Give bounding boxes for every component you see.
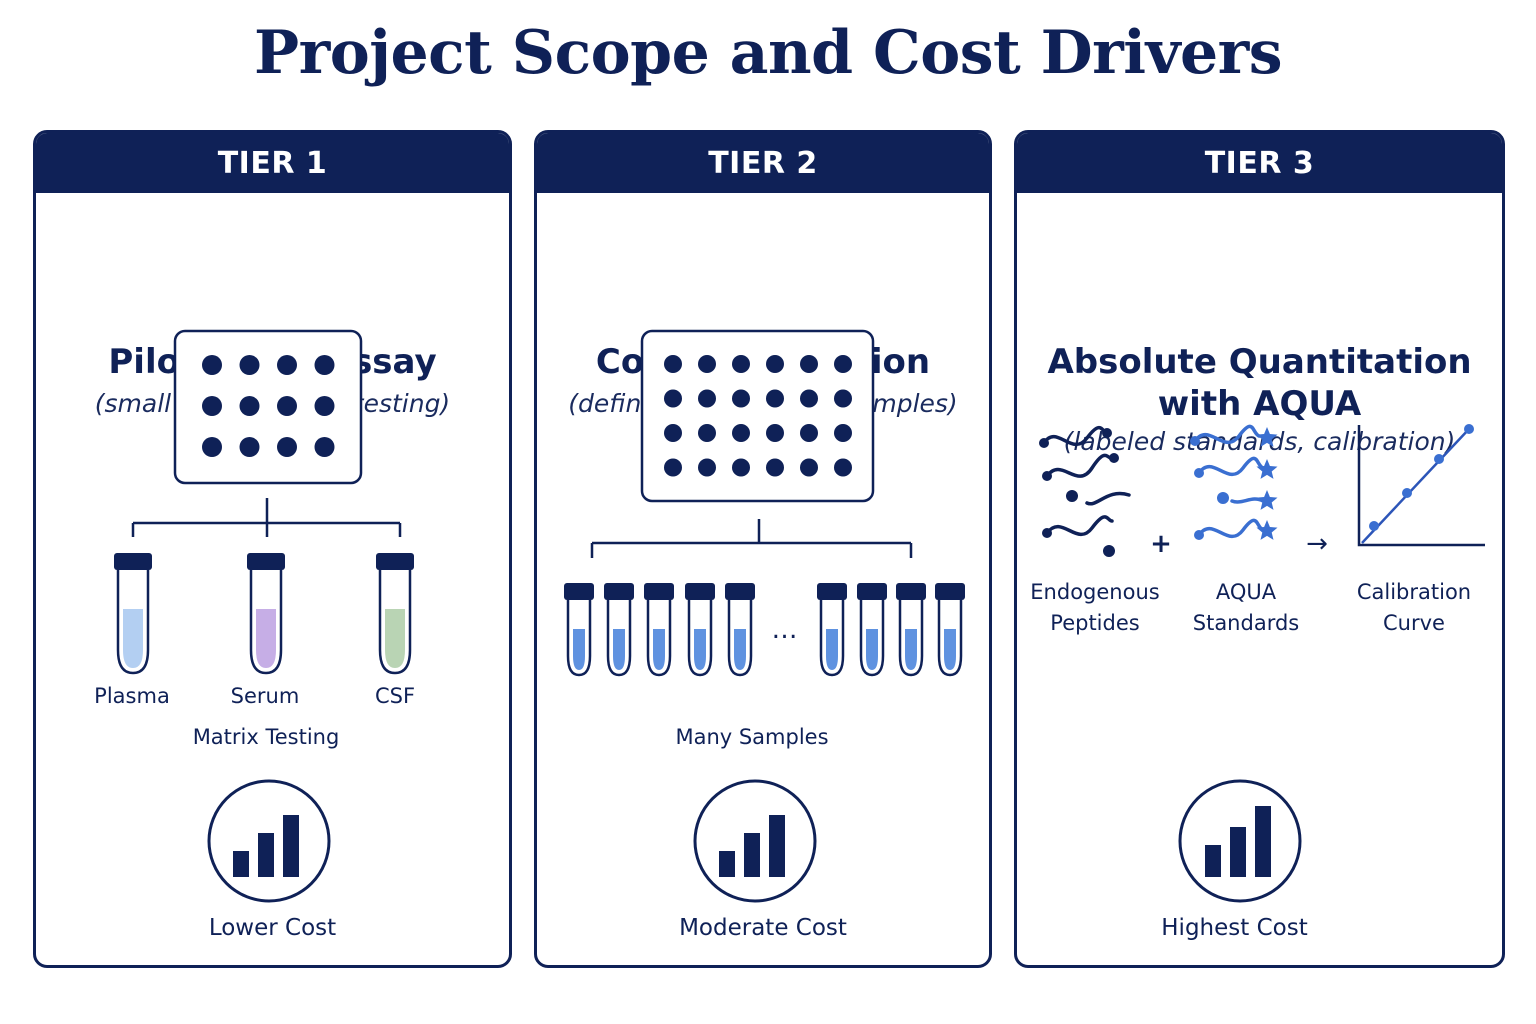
well-dot	[277, 437, 297, 457]
cost-bar-icon	[693, 779, 817, 903]
well-dot	[834, 389, 852, 408]
sample-tube-icon	[644, 583, 674, 677]
well-dot	[239, 355, 260, 375]
well-dot	[732, 424, 750, 442]
well-dot	[277, 355, 297, 375]
tier-2-panel: TIER 2 Cohort Validation (defined panel,…	[534, 130, 992, 968]
well-dot	[239, 437, 260, 457]
well-dot	[732, 458, 750, 477]
sample-tube-icon	[247, 553, 285, 675]
well-plate-large	[640, 329, 875, 503]
arrow-right-icon: →	[1306, 529, 1328, 559]
sample-tube-icon	[564, 583, 594, 677]
tier-3-panel: TIER 3 Absolute Quantitation with AQUA (…	[1014, 130, 1505, 968]
tier-1-panel: TIER 1 Pilot Panel Assay (small panel, m…	[33, 130, 512, 968]
well-dot	[834, 458, 852, 477]
sample-tube-icon	[857, 583, 887, 677]
well-dot	[239, 396, 260, 416]
well-dot	[800, 355, 818, 373]
tier-3-title-line-2: with AQUA	[1157, 384, 1362, 424]
star-icon	[1256, 490, 1278, 510]
sample-tube-icon	[896, 583, 926, 677]
well-dot	[698, 458, 716, 477]
plus-sign: +	[1150, 529, 1172, 559]
calibration-curve-label: Calibration Curve	[1356, 580, 1472, 635]
well-dot	[800, 389, 818, 408]
well-dot	[202, 355, 222, 375]
tube-label-serum: Serum	[230, 684, 300, 708]
tier-2-cost-label: Moderate Cost	[679, 915, 847, 941]
branch-connector	[131, 498, 402, 537]
well-dot	[698, 389, 716, 408]
branch-connector	[590, 519, 913, 558]
well-dot	[698, 355, 716, 373]
well-dot	[732, 355, 750, 373]
tier-3-header: TIER 3	[1017, 133, 1502, 193]
well-dot	[698, 424, 716, 442]
page-title: Project Scope and Cost Drivers	[253, 18, 1283, 88]
tier-3-title: Absolute Quantitation with AQUA	[1017, 341, 1502, 425]
tier-1-figure	[114, 329, 414, 903]
sample-tube-icon	[376, 553, 414, 675]
well-dot	[834, 355, 852, 373]
well-dot	[664, 355, 682, 373]
samples-ellipsis: …	[771, 615, 801, 645]
well-dot	[314, 396, 335, 416]
well-dot	[664, 389, 682, 408]
tier-3-figure	[1039, 424, 1485, 903]
well-dot	[766, 458, 784, 477]
well-dot	[766, 424, 784, 442]
tier-1-header: TIER 1	[36, 133, 509, 193]
tier-2-figure	[564, 329, 965, 903]
endogenous-peptides-label: Endogenous Peptides	[1030, 580, 1160, 635]
tube-label-plasma: Plasma	[94, 684, 170, 708]
tier-1-cost-label: Lower Cost	[208, 915, 337, 941]
aqua-standards-icon	[1190, 424, 1278, 540]
well-dot	[314, 437, 335, 457]
endogenous-peptides-icon	[1039, 425, 1131, 557]
cost-bar-icon	[1178, 779, 1302, 903]
star-icon	[1256, 459, 1278, 479]
sample-tube-icon	[685, 583, 715, 677]
calibration-curve-icon	[1357, 424, 1485, 547]
aqua-standards-label: AQUA Standards	[1192, 580, 1300, 635]
tier-2-header: TIER 2	[537, 133, 989, 193]
tube-label-csf: CSF	[374, 684, 416, 708]
well-dot	[277, 396, 297, 416]
tier-3-subtitle: (labeled standards, calibration)	[1063, 427, 1456, 456]
well-dot	[664, 458, 682, 477]
well-dot	[800, 458, 818, 477]
star-icon	[1256, 520, 1278, 540]
well-dot	[834, 424, 852, 442]
well-dot	[800, 424, 818, 442]
well-dots	[202, 355, 335, 457]
tier-3-cost-label: Highest Cost	[1161, 915, 1308, 941]
well-dots	[664, 355, 852, 477]
sample-tube-icon	[725, 583, 755, 677]
well-dot	[202, 437, 222, 457]
star-icon	[1256, 427, 1278, 447]
tier-2-caption: Many Samples	[675, 725, 829, 749]
well-dot	[732, 389, 750, 408]
well-dot	[202, 396, 222, 416]
sample-tube-icon	[114, 553, 152, 675]
tier-1-caption: Matrix Testing	[192, 725, 340, 749]
well-dot	[664, 424, 682, 442]
well-dot	[766, 355, 784, 373]
tier-3-title-line-1: Absolute Quantitation	[1047, 342, 1472, 382]
sample-tube-icon	[935, 583, 965, 677]
well-dot	[766, 389, 784, 408]
sample-tube-icon	[817, 583, 847, 677]
well-dot	[314, 355, 335, 375]
sample-tube-icon	[604, 583, 634, 677]
cost-bar-icon	[207, 779, 331, 903]
